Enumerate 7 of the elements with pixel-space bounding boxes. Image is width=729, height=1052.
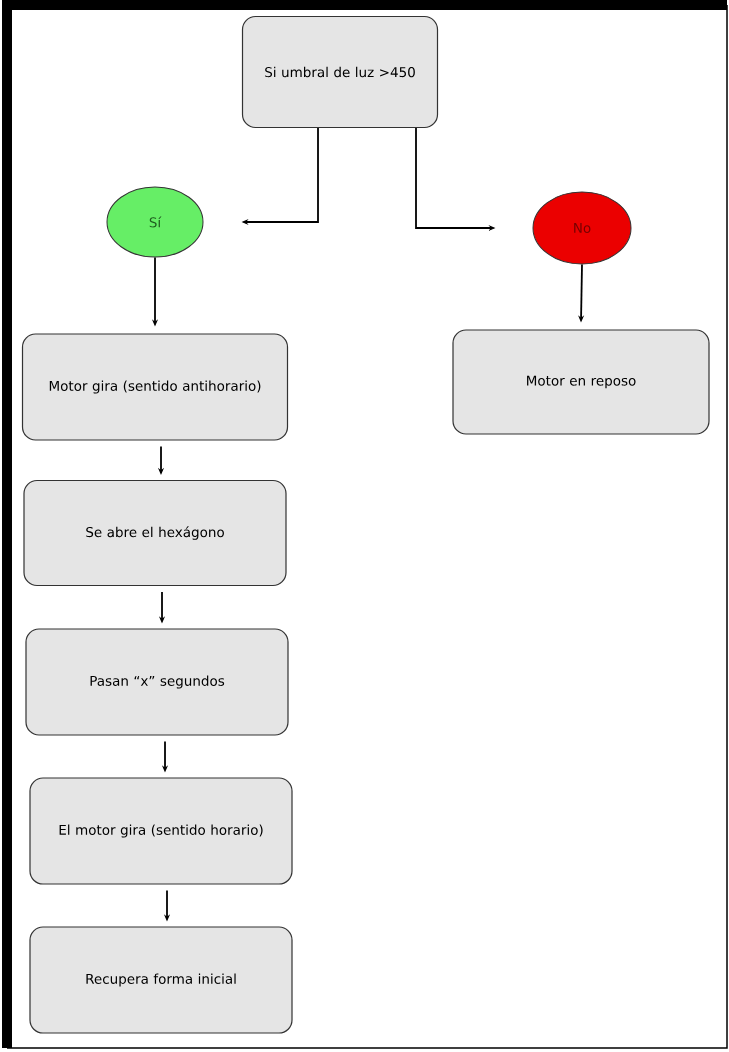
process-box: Recupera forma inicial — [29, 926, 293, 1034]
process-box: Motor gira (sentido antihorario) — [21, 333, 289, 441]
process-box: El motor gira (sentido horario) — [29, 777, 293, 885]
process-box: Se abre el hexágono — [23, 479, 287, 587]
process-box: Motor en reposo — [452, 329, 710, 435]
process-box: Pasan “x” segundos — [25, 628, 289, 736]
process-box: Si umbral de luz >450 — [241, 15, 439, 129]
